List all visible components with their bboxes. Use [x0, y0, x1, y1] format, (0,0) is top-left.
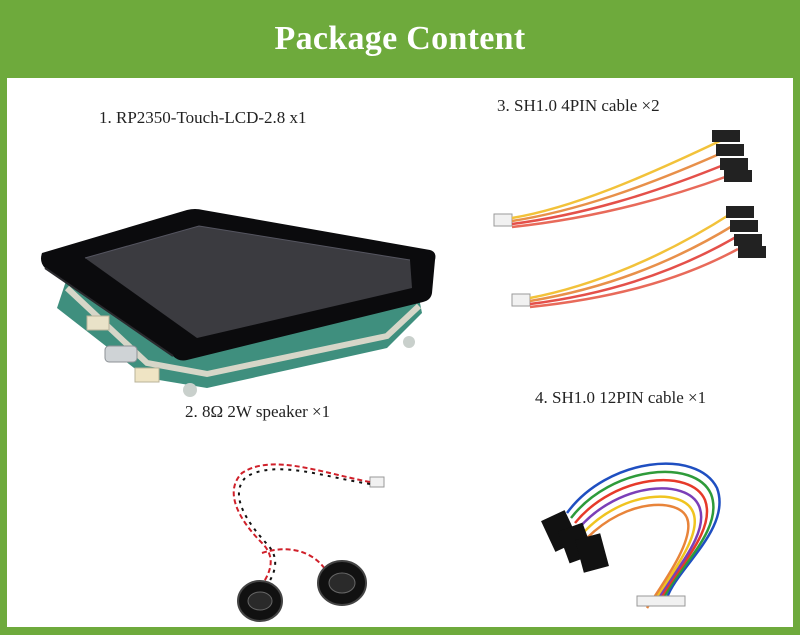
four-pin-cable-image	[482, 118, 782, 328]
item-caption-4pin-cable: 3. SH1.0 4PIN cable ×2	[497, 96, 660, 115]
twelve-pin-cable-image	[527, 418, 767, 618]
title-banner: Package Content	[7, 0, 793, 78]
item-caption-12pin-cable: 4. SH1.0 12PIN cable ×1	[535, 388, 707, 407]
speaker-image	[202, 433, 402, 623]
item-caption-lcd: 1. RP2350-Touch-LCD-2.8 x1	[99, 108, 307, 127]
page-title: Package Content	[274, 20, 526, 57]
item-caption-speaker: 2. 8Ω 2W speaker ×1	[185, 402, 331, 421]
lcd-board-image	[27, 138, 447, 398]
content-panel: 1. RP2350-Touch-LCD-2.8 x1	[7, 78, 793, 627]
